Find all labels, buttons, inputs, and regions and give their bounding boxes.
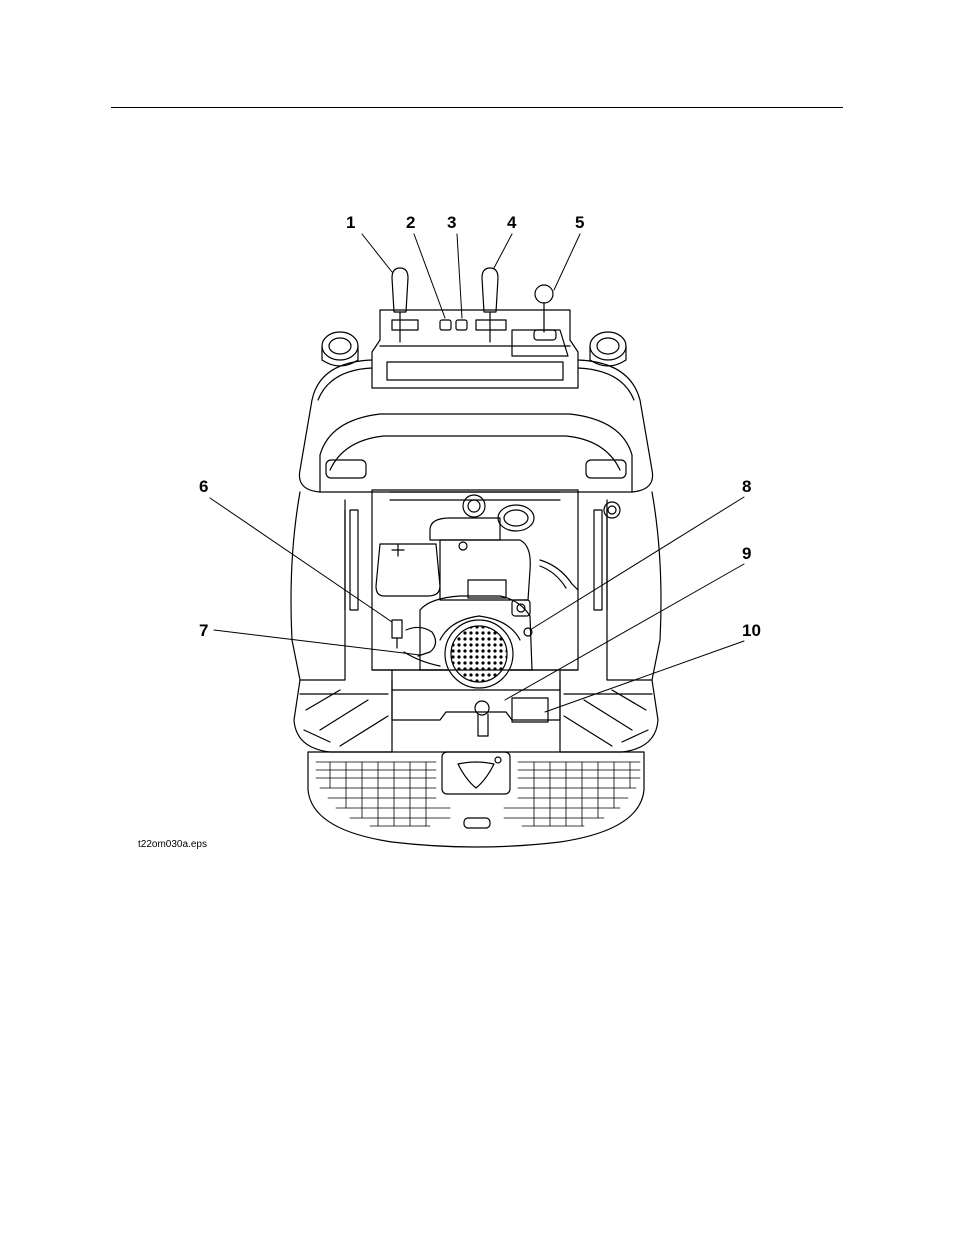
figure-filename: t22om030a.eps bbox=[138, 839, 207, 850]
control-console bbox=[372, 268, 578, 388]
left-engine-controls bbox=[392, 620, 440, 666]
operator-platform bbox=[308, 752, 644, 847]
track-left bbox=[294, 680, 392, 752]
recoil-grill bbox=[440, 616, 520, 688]
left-knob bbox=[322, 332, 358, 366]
track-right bbox=[560, 680, 658, 752]
right-knob bbox=[590, 332, 626, 366]
